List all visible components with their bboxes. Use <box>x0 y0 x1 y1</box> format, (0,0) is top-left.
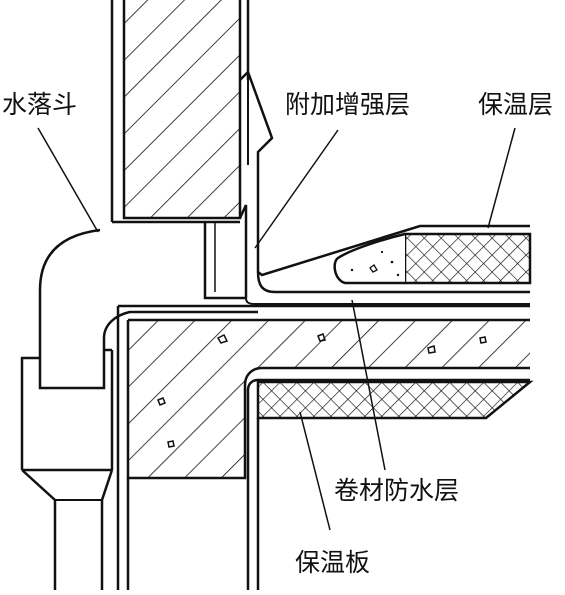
insulation-board <box>246 378 534 590</box>
label-insulation-board: 保温板 <box>295 548 371 577</box>
membrane-waterproof-layer <box>245 224 530 305</box>
leader-lines <box>37 127 516 531</box>
parapet-wall <box>110 0 250 222</box>
label-insulation-layer: 保温层 <box>478 90 554 119</box>
downspout-box <box>112 220 246 300</box>
label-membrane-waterproof: 卷材防水层 <box>334 476 460 505</box>
label-downspout-hopper: 水落斗 <box>2 90 78 119</box>
label-additional-reinforcement: 附加增强层 <box>285 90 411 119</box>
wall-flashing <box>238 69 274 298</box>
insulation-layer <box>333 232 532 285</box>
roof-slab <box>116 304 530 590</box>
